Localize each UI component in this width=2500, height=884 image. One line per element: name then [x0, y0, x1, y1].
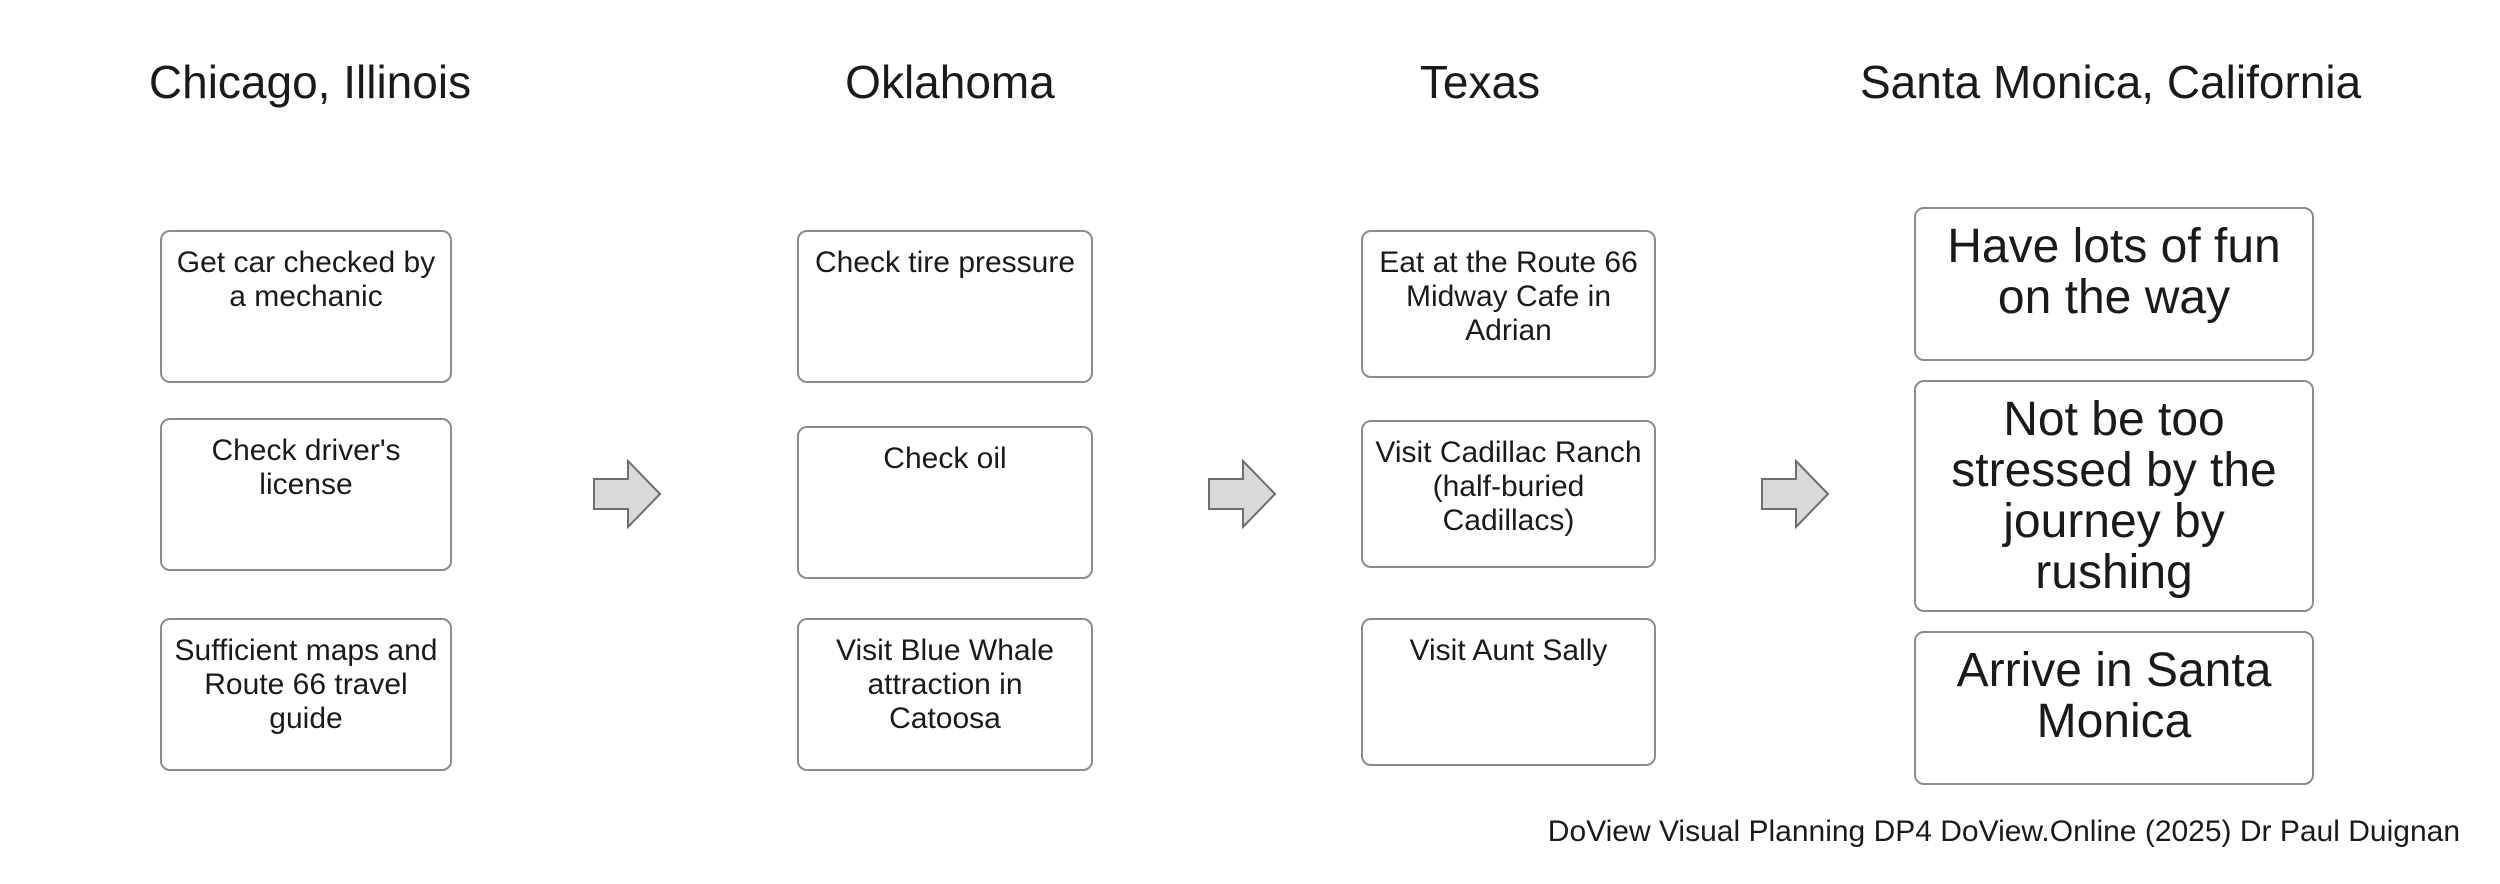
outcome-box: Have lots of fun on the way	[1914, 207, 2314, 361]
right-arrow-icon	[593, 459, 662, 529]
task-box: Check tire pressure	[797, 230, 1093, 383]
column-heading-texas: Texas	[1419, 56, 1541, 108]
task-box: Visit Blue Whale attraction in Catoosa	[797, 618, 1093, 771]
column-heading-chicago: Chicago, Illinois	[148, 56, 472, 108]
task-box: Get car checked by a mechanic	[160, 230, 452, 383]
column-heading-oklahoma: Oklahoma	[845, 56, 1055, 108]
task-box: Visit Cadillac Ranch (half-buried Cadill…	[1361, 420, 1656, 568]
right-arrow-icon	[1208, 459, 1277, 529]
right-arrow-icon	[1761, 459, 1830, 529]
column-heading-santa-monica: Santa Monica, California	[1860, 56, 2362, 108]
task-box: Check oil	[797, 426, 1093, 579]
task-box: Visit Aunt Sally	[1361, 618, 1656, 766]
credit-text: DoView Visual Planning DP4 DoView.Online…	[1547, 815, 2460, 848]
task-box: Eat at the Route 66 Midway Cafe in Adria…	[1361, 230, 1656, 378]
outcome-box: Not be too stressed by the journey by ru…	[1914, 380, 2314, 612]
task-box: Sufficient maps and Route 66 travel guid…	[160, 618, 452, 771]
outcome-box: Arrive in Santa Monica	[1914, 631, 2314, 785]
task-box: Check driver's license	[160, 418, 452, 571]
